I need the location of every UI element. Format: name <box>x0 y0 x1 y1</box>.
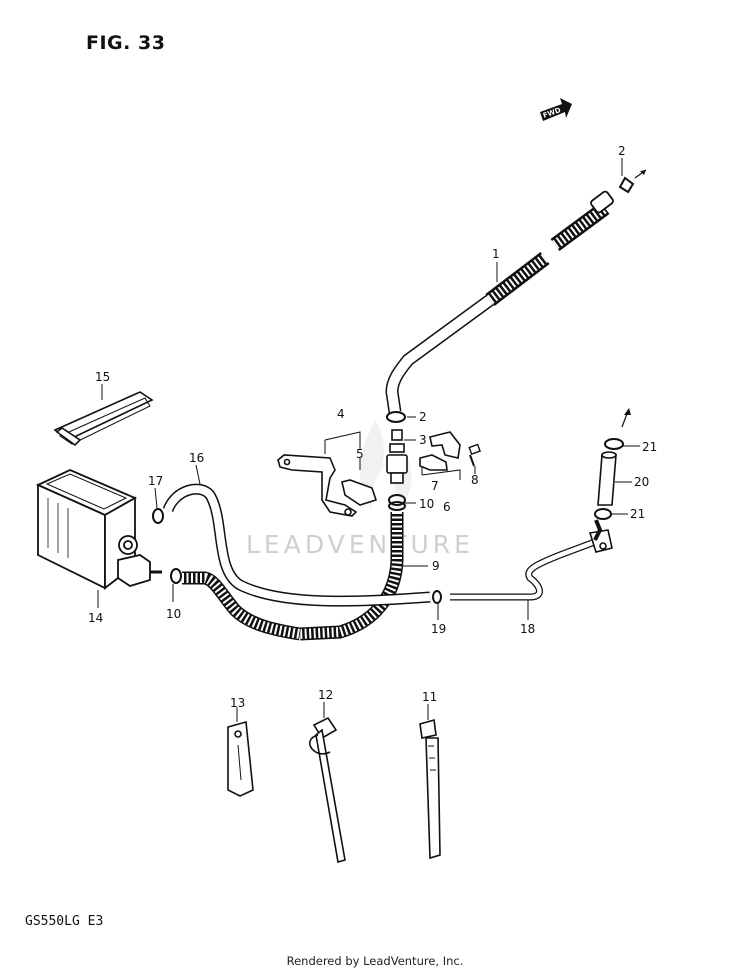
clamp-part-10-left <box>170 568 182 584</box>
arrow-head-icon <box>640 170 646 175</box>
footer-credit: Rendered by LeadVenture, Inc. <box>286 954 464 968</box>
leader-part-6 <box>421 466 461 480</box>
callout-7: 7 <box>431 479 439 493</box>
strap-part-15 <box>53 391 154 447</box>
cable-tie-part-12 <box>309 716 346 864</box>
hose-canister-outlet <box>182 571 302 641</box>
clamp-part-2-lower <box>386 411 406 423</box>
clamp-part-21-top <box>604 438 624 450</box>
callout-2-lower: 2 <box>419 410 427 424</box>
pipe-part-18-bracket <box>588 519 613 553</box>
callout-20: 20 <box>634 475 649 489</box>
callout-15: 15 <box>95 370 110 384</box>
callout-3: 3 <box>419 433 427 447</box>
arrow-head-upper-icon <box>624 408 631 415</box>
callout-10-left: 10 <box>166 607 181 621</box>
clamp-part-10-right <box>388 494 406 511</box>
callout-10-right: 10 <box>419 497 434 511</box>
callout-13: 13 <box>230 696 245 710</box>
watermark-text: LEADVENTURE <box>246 530 474 559</box>
callout-19: 19 <box>431 622 446 636</box>
clamp-part-17 <box>152 508 164 524</box>
fitting-part-3 <box>386 429 408 484</box>
clamp-part-19 <box>432 590 442 604</box>
callout-18: 18 <box>520 622 535 636</box>
callout-17: 17 <box>148 474 163 488</box>
callout-21-top: 21 <box>642 440 657 454</box>
callout-5: 5 <box>356 447 364 461</box>
clip-part-6 <box>419 431 461 471</box>
bracket-part-4 <box>277 454 378 517</box>
callout-8: 8 <box>471 473 479 487</box>
hose-part-16 <box>162 483 431 607</box>
callout-21-bottom: 21 <box>630 507 645 521</box>
callout-6: 6 <box>443 500 451 514</box>
hose-part-20 <box>597 451 617 506</box>
leader-part-4 <box>324 431 361 454</box>
hose-part-1 <box>385 190 614 413</box>
callout-4: 4 <box>337 407 345 421</box>
leader-lines <box>97 158 640 722</box>
clamp-part-21-bottom <box>594 508 612 520</box>
callout-labels: 1 2 2 3 4 5 6 7 8 9 10 10 11 12 13 14 15… <box>88 144 657 710</box>
callout-11: 11 <box>422 690 437 704</box>
fwd-arrow-icon: FWD <box>540 98 572 121</box>
cable-tie-part-11 <box>419 718 441 860</box>
model-code: GS550LG E3 <box>25 914 104 929</box>
clamp-part-13 <box>227 720 254 797</box>
callout-1: 1 <box>492 247 500 261</box>
figure-title: FIG. 33 <box>86 32 166 54</box>
bolt-part-8 <box>468 443 481 467</box>
callout-2-top: 2 <box>618 144 626 158</box>
callout-14: 14 <box>88 611 103 625</box>
clamp-part-2-top <box>618 176 635 194</box>
fwd-label: FWD <box>542 106 562 120</box>
callout-16: 16 <box>189 451 204 465</box>
pipe-part-18 <box>450 536 602 601</box>
callout-12: 12 <box>318 688 333 702</box>
canister-part-14 <box>35 469 162 590</box>
callout-9: 9 <box>432 559 440 573</box>
